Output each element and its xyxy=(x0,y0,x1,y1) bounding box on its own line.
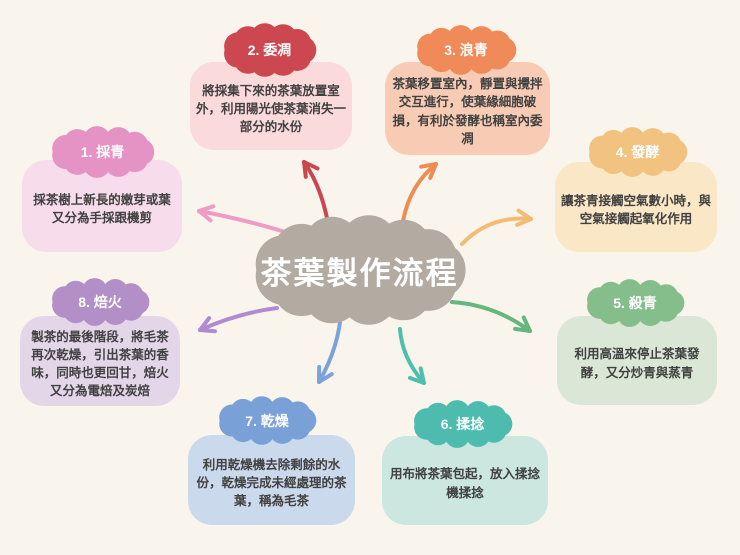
cloud-shape xyxy=(224,23,317,77)
step-label: 7. 乾燥 xyxy=(245,412,289,429)
step-label: 8. 焙火 xyxy=(78,294,122,310)
arrow-to-step-6 xyxy=(398,327,426,385)
cloud-shape xyxy=(414,400,513,448)
cloud-shape xyxy=(52,278,150,326)
arrow-to-step-4 xyxy=(460,216,533,246)
step-description: 將採集下來的茶葉放置室外，利用陽光使茶葉消失一部分的水份 xyxy=(196,83,347,135)
step-description: 利用乾燥機去除剩餘的水份，乾燥完成未經處理的茶葉，稱為毛茶 xyxy=(196,457,347,509)
step-cloud: 2. 委凋 xyxy=(222,23,317,77)
center-topic-cloud: 茶葉製作流程 xyxy=(252,215,467,325)
step-description: 讓茶青接觸空氣數小時，與空氣接觸起氧化作用 xyxy=(561,193,712,226)
arrowhead-step-7 xyxy=(317,365,334,384)
step-label: 2. 委凋 xyxy=(247,42,292,58)
arrowhead-step-8 xyxy=(198,316,217,334)
step-description-box: 用布將茶葉包起，放入揉捻機揉捻 xyxy=(382,436,548,525)
step-label: 5. 殺青 xyxy=(613,295,657,311)
arrowhead-step-2 xyxy=(302,160,320,179)
step-description-box: 利用高溫來停止茶葉發酵，又分炒青與蒸青 xyxy=(557,316,717,405)
page-title: 茶葉製作流程 xyxy=(260,255,459,291)
step-description: 採茶樹上新長的嫩芽或葉又分為手採跟機剪 xyxy=(33,192,171,225)
step-cloud: 7. 乾燥 xyxy=(217,396,317,445)
step-description: 製茶的最後階段，將毛茶再次乾燥，引出茶葉的香味，同時也更回甘，焙火又分為電焙及炭… xyxy=(31,329,169,399)
arrowhead-step-1 xyxy=(197,204,216,223)
arrow-to-step-3 xyxy=(401,162,438,223)
step-description: 利用高溫來停止茶葉發酵，又分炒青與蒸青 xyxy=(574,347,700,380)
cloud-shape xyxy=(417,25,517,75)
step-label: 6. 揉捻 xyxy=(440,416,485,432)
step-label: 1. 採青 xyxy=(80,144,125,160)
step-label: 3. 浪青 xyxy=(444,42,488,58)
step-description: 用布將茶葉包起，放入揉捻機揉捻 xyxy=(389,467,540,500)
arrowhead-step-3 xyxy=(419,162,438,180)
step-description: 茶葉移置室內，靜置與攪拌交互進行，使葉緣細胞破損，有利於發酵也稱室內委凋 xyxy=(392,77,543,146)
step-description-box: 利用乾燥機去除剩餘的水份，乾燥完成未經處理的茶葉，稱為毛茶 xyxy=(188,435,355,525)
arrowhead-step-5 xyxy=(513,315,532,333)
step-label: 4. 發酵 xyxy=(615,144,660,160)
cloud-shape xyxy=(52,126,155,178)
step-description-box: 茶葉移置室內，靜置與攪拌交互進行，使葉緣細胞破損，有利於發酵也稱室內委凋 xyxy=(385,62,550,155)
step-description-box: 將採集下來的茶葉放置室外，利用陽光使茶葉消失一部分的水份 xyxy=(190,62,352,150)
cloud-shape xyxy=(219,396,317,445)
step-cloud: 5. 殺青 xyxy=(585,279,685,327)
step-cloud: 4. 發酵 xyxy=(587,127,688,177)
step-cloud: 8. 焙火 xyxy=(50,278,150,326)
arrowhead-step-6 xyxy=(407,366,426,385)
cloud-shape xyxy=(255,215,466,325)
step-description-box: 讓茶青接觸空氣數小時，與空氣接觸起氧化作用 xyxy=(555,162,717,252)
cloud-shape xyxy=(587,279,685,327)
arrowhead-step-4 xyxy=(515,208,533,227)
step-cloud: 3. 浪青 xyxy=(415,25,517,75)
cloud-shape xyxy=(589,127,688,177)
step-cloud: 6. 揉捻 xyxy=(412,400,513,448)
step-cloud: 1. 採青 xyxy=(50,126,155,178)
step-description-box: 製茶的最後階段，將毛茶再次乾燥，引出茶葉的香味，同時也更回甘，焙火又分為電焙及炭… xyxy=(20,316,180,406)
